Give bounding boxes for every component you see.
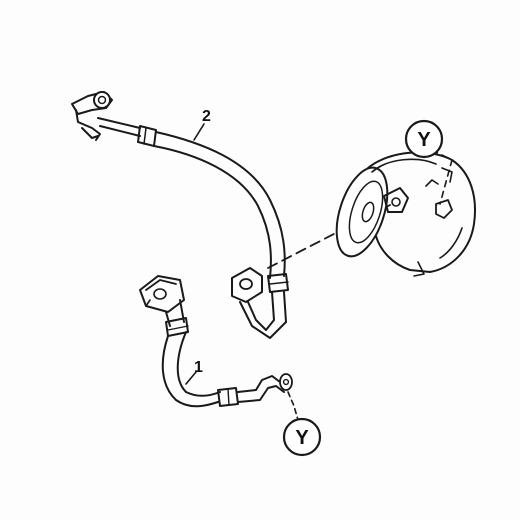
callout-1: 1 [194,359,203,376]
compressor-port [383,187,409,213]
leader-1 [185,371,197,385]
hose-2-lower-crimp [267,273,289,293]
svg-text:Y: Y [295,427,309,449]
hose-1 [139,275,293,408]
ref-circle-top: Y [404,119,444,159]
ac-compressor [335,151,476,277]
hose-1-upper-crimp [165,317,189,337]
hose-2 [71,91,289,339]
hose-1-end-fitting [279,373,293,391]
callout-2: 2 [202,108,211,125]
ref-circle-bottom: Y [282,417,322,457]
hose-2-compressor-fitting [231,267,263,303]
leader-2 [193,123,205,141]
hose-2-upper-fitting [71,91,113,141]
ref-top-leader [431,149,453,205]
hose-1-upper-fitting [139,275,185,313]
ref-bottom-leader [287,391,299,421]
hose-1-lower-crimp [217,387,239,407]
svg-text:Y: Y [417,129,431,151]
